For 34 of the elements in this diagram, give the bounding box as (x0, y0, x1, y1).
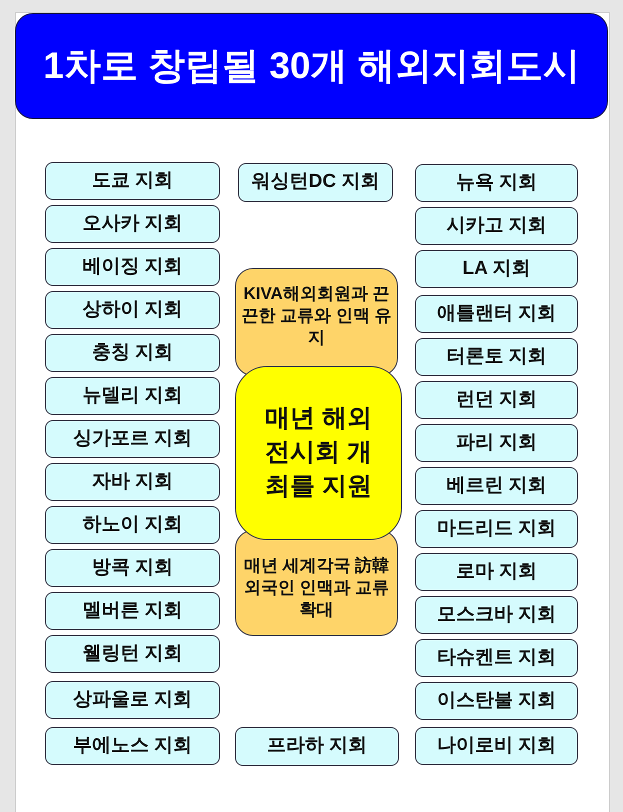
branch-box: 나이로비 지회 (415, 727, 578, 765)
branch-box: 자바 지회 (45, 463, 220, 501)
branch-box: 프라하 지회 (235, 727, 399, 766)
branch-box: LA 지회 (415, 250, 578, 288)
branch-box: 이스탄불 지회 (415, 682, 578, 720)
goal-box: KIVA해외회원과 끈끈한 교류와 인맥 유지 (235, 268, 398, 376)
branch-box: 모스크바 지회 (415, 596, 578, 634)
branch-box: 파리 지회 (415, 424, 578, 462)
branch-box: 마드리드 지회 (415, 510, 578, 548)
branch-box: 상하이 지회 (45, 291, 220, 329)
branch-box: 상파울로 지회 (45, 681, 220, 719)
main-goal-box: 매년 해외전시회 개최를 지원 (235, 366, 402, 540)
branch-box: 애틀랜터 지회 (415, 295, 578, 333)
branch-box: 방콕 지회 (45, 549, 220, 587)
branch-box: 하노이 지회 (45, 506, 220, 544)
branch-box: 싱가포르 지회 (45, 420, 220, 458)
branch-box: 워싱턴DC 지회 (238, 163, 393, 202)
branch-box: 도쿄 지회 (45, 162, 220, 200)
branch-box: 베이징 지회 (45, 248, 220, 286)
branch-box: 부에노스 지회 (45, 727, 220, 765)
branch-box: 베르린 지회 (415, 467, 578, 505)
branch-box: 시카고 지회 (415, 207, 578, 245)
branch-box: 멜버른 지회 (45, 592, 220, 630)
branch-box: 터론토 지회 (415, 338, 578, 376)
branch-box: 오사카 지회 (45, 205, 220, 243)
goal-box: 매년 세계각국 訪韓 외국인 인맥과 교류확대 (235, 530, 398, 636)
branch-box: 뉴델리 지회 (45, 377, 220, 415)
branch-box: 타슈켄트 지회 (415, 639, 578, 677)
branch-box: 충칭 지회 (45, 334, 220, 372)
branch-box: 웰링턴 지회 (45, 635, 220, 673)
title-banner: 1차로 창립될 30개 해외지회도시 (15, 13, 608, 119)
branch-box: 뉴욕 지회 (415, 164, 578, 202)
branch-box: 런던 지회 (415, 381, 578, 419)
branch-box: 로마 지회 (415, 553, 578, 591)
